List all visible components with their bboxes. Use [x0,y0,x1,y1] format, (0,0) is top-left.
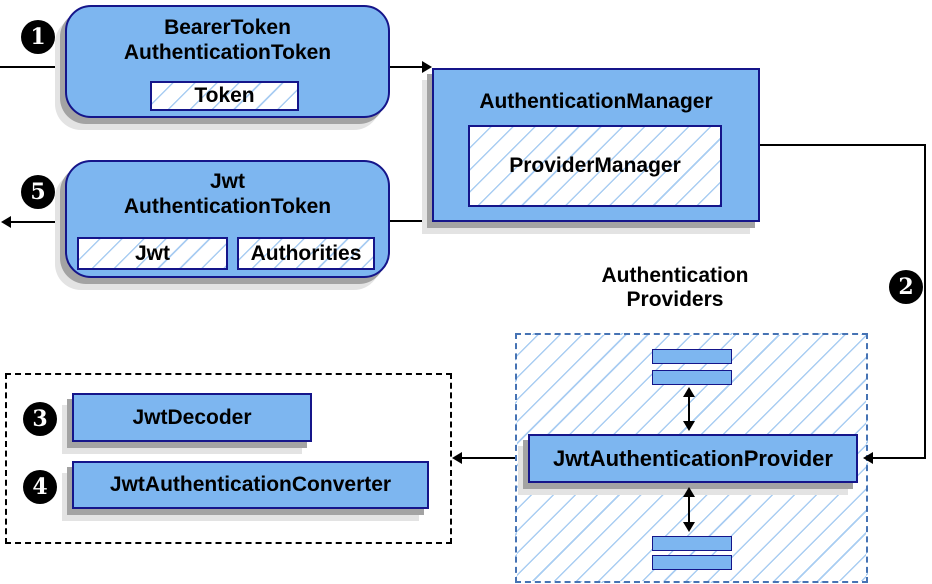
step-badge-4: 4 [23,470,57,504]
double-arrow-top-down-icon [683,421,695,431]
node-bearer-token-title: BearerToken AuthenticationToken [123,16,332,64]
edge-manager-to-provider-arrowhead-icon [863,452,873,464]
chip-provider-manager: ProviderManager [468,125,722,207]
provider-bar-top-2 [652,370,732,385]
edge-bearer-to-manager-arrowhead-icon [422,61,432,73]
provider-bar-bottom-1 [652,536,732,551]
provider-bar-bottom-2 [652,555,732,570]
double-arrow-bottom-down-icon [683,522,695,532]
edge-manager-to-jwttoken-line [390,220,434,222]
node-jwt-decoder: JwtDecoder [72,393,312,442]
node-jwt-authentication-converter: JwtAuthenticationConverter [72,461,429,509]
node-jwt-authentication-token-title: Jwt AuthenticationToken [123,170,332,218]
edge-manager-to-provider-vertical-line [924,144,926,459]
edge-outgoing-result-line [10,221,65,223]
provider-bar-top-1 [652,349,732,364]
node-jwt-authentication-provider: JwtAuthenticationProvider [528,434,858,483]
double-arrow-top-line [688,395,690,424]
step-badge-1: 1 [21,20,55,54]
edge-outgoing-result-arrowhead-icon [1,216,11,228]
edge-provider-to-converters-arrowhead-icon [452,452,462,464]
edge-manager-to-provider-bottom-line [872,457,926,459]
providers-group-label: Authentication Providers [601,264,749,312]
step-badge-2: 2 [889,270,923,304]
double-arrow-bottom-line [688,495,690,524]
double-arrow-bottom-up-icon [683,487,695,497]
edge-incoming-request-line [0,66,65,68]
edge-provider-to-converters-line [461,457,528,459]
chip-token: Token [150,81,299,111]
chip-jwt: Jwt [77,237,228,270]
edge-manager-to-provider-top-line [759,144,926,146]
chip-authorities: Authorities [237,237,375,270]
edge-bearer-to-manager-line [390,66,423,68]
step-badge-3: 3 [23,402,57,436]
double-arrow-top-up-icon [683,387,695,397]
node-authentication-manager-title: AuthenticationManager [479,90,713,113]
step-badge-5: 5 [21,175,55,209]
